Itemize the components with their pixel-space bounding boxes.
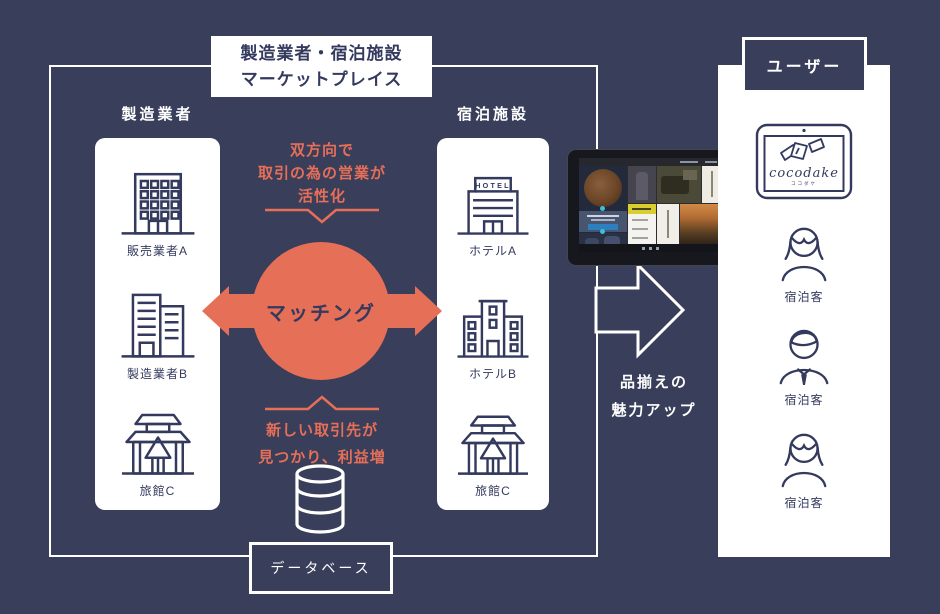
- tablet-icon: [755, 123, 853, 200]
- top-note-line-1: 双方向で: [289, 142, 354, 159]
- facility-label: ホテルB: [468, 367, 517, 381]
- matching-label: マッチング: [266, 302, 376, 325]
- list-item: 販売業者A: [95, 158, 220, 259]
- person-figure: [636, 172, 648, 200]
- list-item: 製造業者B: [95, 281, 220, 382]
- factory-building-icon: [117, 281, 199, 361]
- list-item: ホテルB: [437, 281, 549, 382]
- ryokan-icon: [115, 398, 201, 478]
- list-item: 旅館C: [437, 398, 549, 499]
- menu-item: [632, 228, 648, 230]
- notch-line-down-icon: [265, 208, 379, 224]
- food-photo: [584, 169, 622, 207]
- database-icon: [295, 464, 345, 534]
- handshake-icon: [780, 138, 825, 161]
- database-label: データベース: [270, 560, 372, 576]
- manufacturers-label: 製造業者: [121, 106, 194, 123]
- facility-label: 販売業者A: [126, 244, 188, 258]
- list-item: 宿泊客: [770, 220, 838, 305]
- ryokan-icon: [451, 398, 535, 478]
- tablet-screen-icon: [763, 135, 845, 192]
- right-arrow-icon: [594, 261, 686, 359]
- bottom-note-line-1: 新しい取引先が: [265, 422, 378, 439]
- marker-dot: [600, 229, 605, 234]
- cocodake-brand-sub-text: ココダケ: [791, 180, 817, 187]
- bottom-note-line-2: 見つかり、利益増: [258, 449, 386, 466]
- flow-caption: 品揃えの 魅力アップ: [598, 369, 710, 425]
- title-line-1: 製造業者・宿泊施設: [240, 43, 403, 63]
- photo-detail: [683, 170, 697, 180]
- title-line-2: マーケットプレイス: [240, 69, 403, 89]
- photo-detail: [661, 176, 689, 194]
- facility-label: 旅館C: [475, 484, 511, 498]
- tablet-screen: [579, 158, 722, 252]
- male-guest-icon: [779, 329, 829, 385]
- top-note-line-3: 活性化: [297, 188, 346, 205]
- list-item: 宿泊客: [770, 426, 838, 511]
- accommodations-card: HOTEL ホテルA ホテルB: [437, 138, 549, 510]
- text-line: [632, 208, 651, 210]
- hotel-sign-building-icon: HOTEL: [453, 158, 533, 238]
- text-line: [591, 219, 615, 221]
- guest-label: 宿泊客: [784, 290, 824, 304]
- camera-dot-icon: [802, 128, 806, 133]
- facility-label: 製造業者B: [126, 367, 188, 381]
- notch-line-up-icon: [265, 395, 379, 411]
- screen-navbar: [579, 244, 722, 252]
- flow-caption-line-1: 品揃えの: [619, 374, 688, 391]
- screen-topbar-text: [705, 161, 717, 163]
- vertical-text: [711, 171, 713, 197]
- list-item: HOTEL ホテルA: [437, 158, 549, 259]
- text-line: [587, 215, 619, 217]
- workshop-photo: [657, 166, 701, 203]
- guest-label: 宿泊客: [784, 393, 824, 407]
- top-note: 双方向で 取引の為の営業が 活性化: [232, 139, 412, 208]
- screen-left-column: [579, 166, 627, 252]
- vertical-text-card: [702, 166, 722, 203]
- top-note-line-2: 取引の為の営業が: [257, 165, 386, 182]
- tablet-website-screenshot: [567, 149, 733, 266]
- female-guest-icon: [781, 227, 827, 282]
- blue-button: [588, 224, 618, 230]
- marker-dot: [600, 206, 605, 211]
- vertical-text-card: [657, 204, 679, 244]
- menu-item-highlighted: [628, 204, 656, 214]
- cocodake-brand-text: cocodake: [769, 166, 839, 181]
- facility-label: ホテルA: [468, 244, 517, 258]
- info-panel: [579, 211, 627, 232]
- nav-icon: [649, 247, 652, 250]
- vertical-text: [667, 210, 669, 238]
- list-item: 宿泊客: [770, 323, 838, 408]
- sunset-landscape-photo: [680, 204, 722, 244]
- screen-topbar: [579, 158, 722, 166]
- database-box: データベース: [249, 542, 393, 594]
- office-building-icon: [117, 158, 199, 238]
- menu-item: [632, 219, 648, 221]
- menu-item: [632, 237, 648, 239]
- portrait-photo: [628, 166, 656, 203]
- cocodake-app-badge: cocodake ココダケ: [755, 123, 853, 200]
- facility-label: 旅館C: [139, 484, 176, 498]
- nav-icon: [642, 247, 645, 250]
- nav-icon: [656, 247, 659, 250]
- users-header-label: ユーザー: [766, 59, 843, 76]
- bottom-note: 新しい取引先が 見つかり、利益増: [232, 417, 412, 471]
- matching-circle: マッチング: [252, 242, 390, 380]
- menu-list: [628, 204, 656, 244]
- list-item: 旅館C: [95, 398, 220, 499]
- users-header-box: ユーザー: [742, 37, 867, 93]
- female-guest-icon: [781, 433, 827, 488]
- hotel-tower-building-icon: [453, 281, 533, 361]
- flow-caption-line-2: 魅力アップ: [611, 402, 697, 419]
- manufacturers-card: 販売業者A 製造業者B: [95, 138, 220, 510]
- screen-topbar-text: [680, 161, 698, 163]
- svg-text:HOTEL: HOTEL: [475, 181, 511, 190]
- accommodations-label: 宿泊施設: [456, 106, 529, 123]
- guest-label: 宿泊客: [784, 496, 824, 510]
- title-box: 製造業者・宿泊施設 マーケットプレイス: [211, 36, 432, 97]
